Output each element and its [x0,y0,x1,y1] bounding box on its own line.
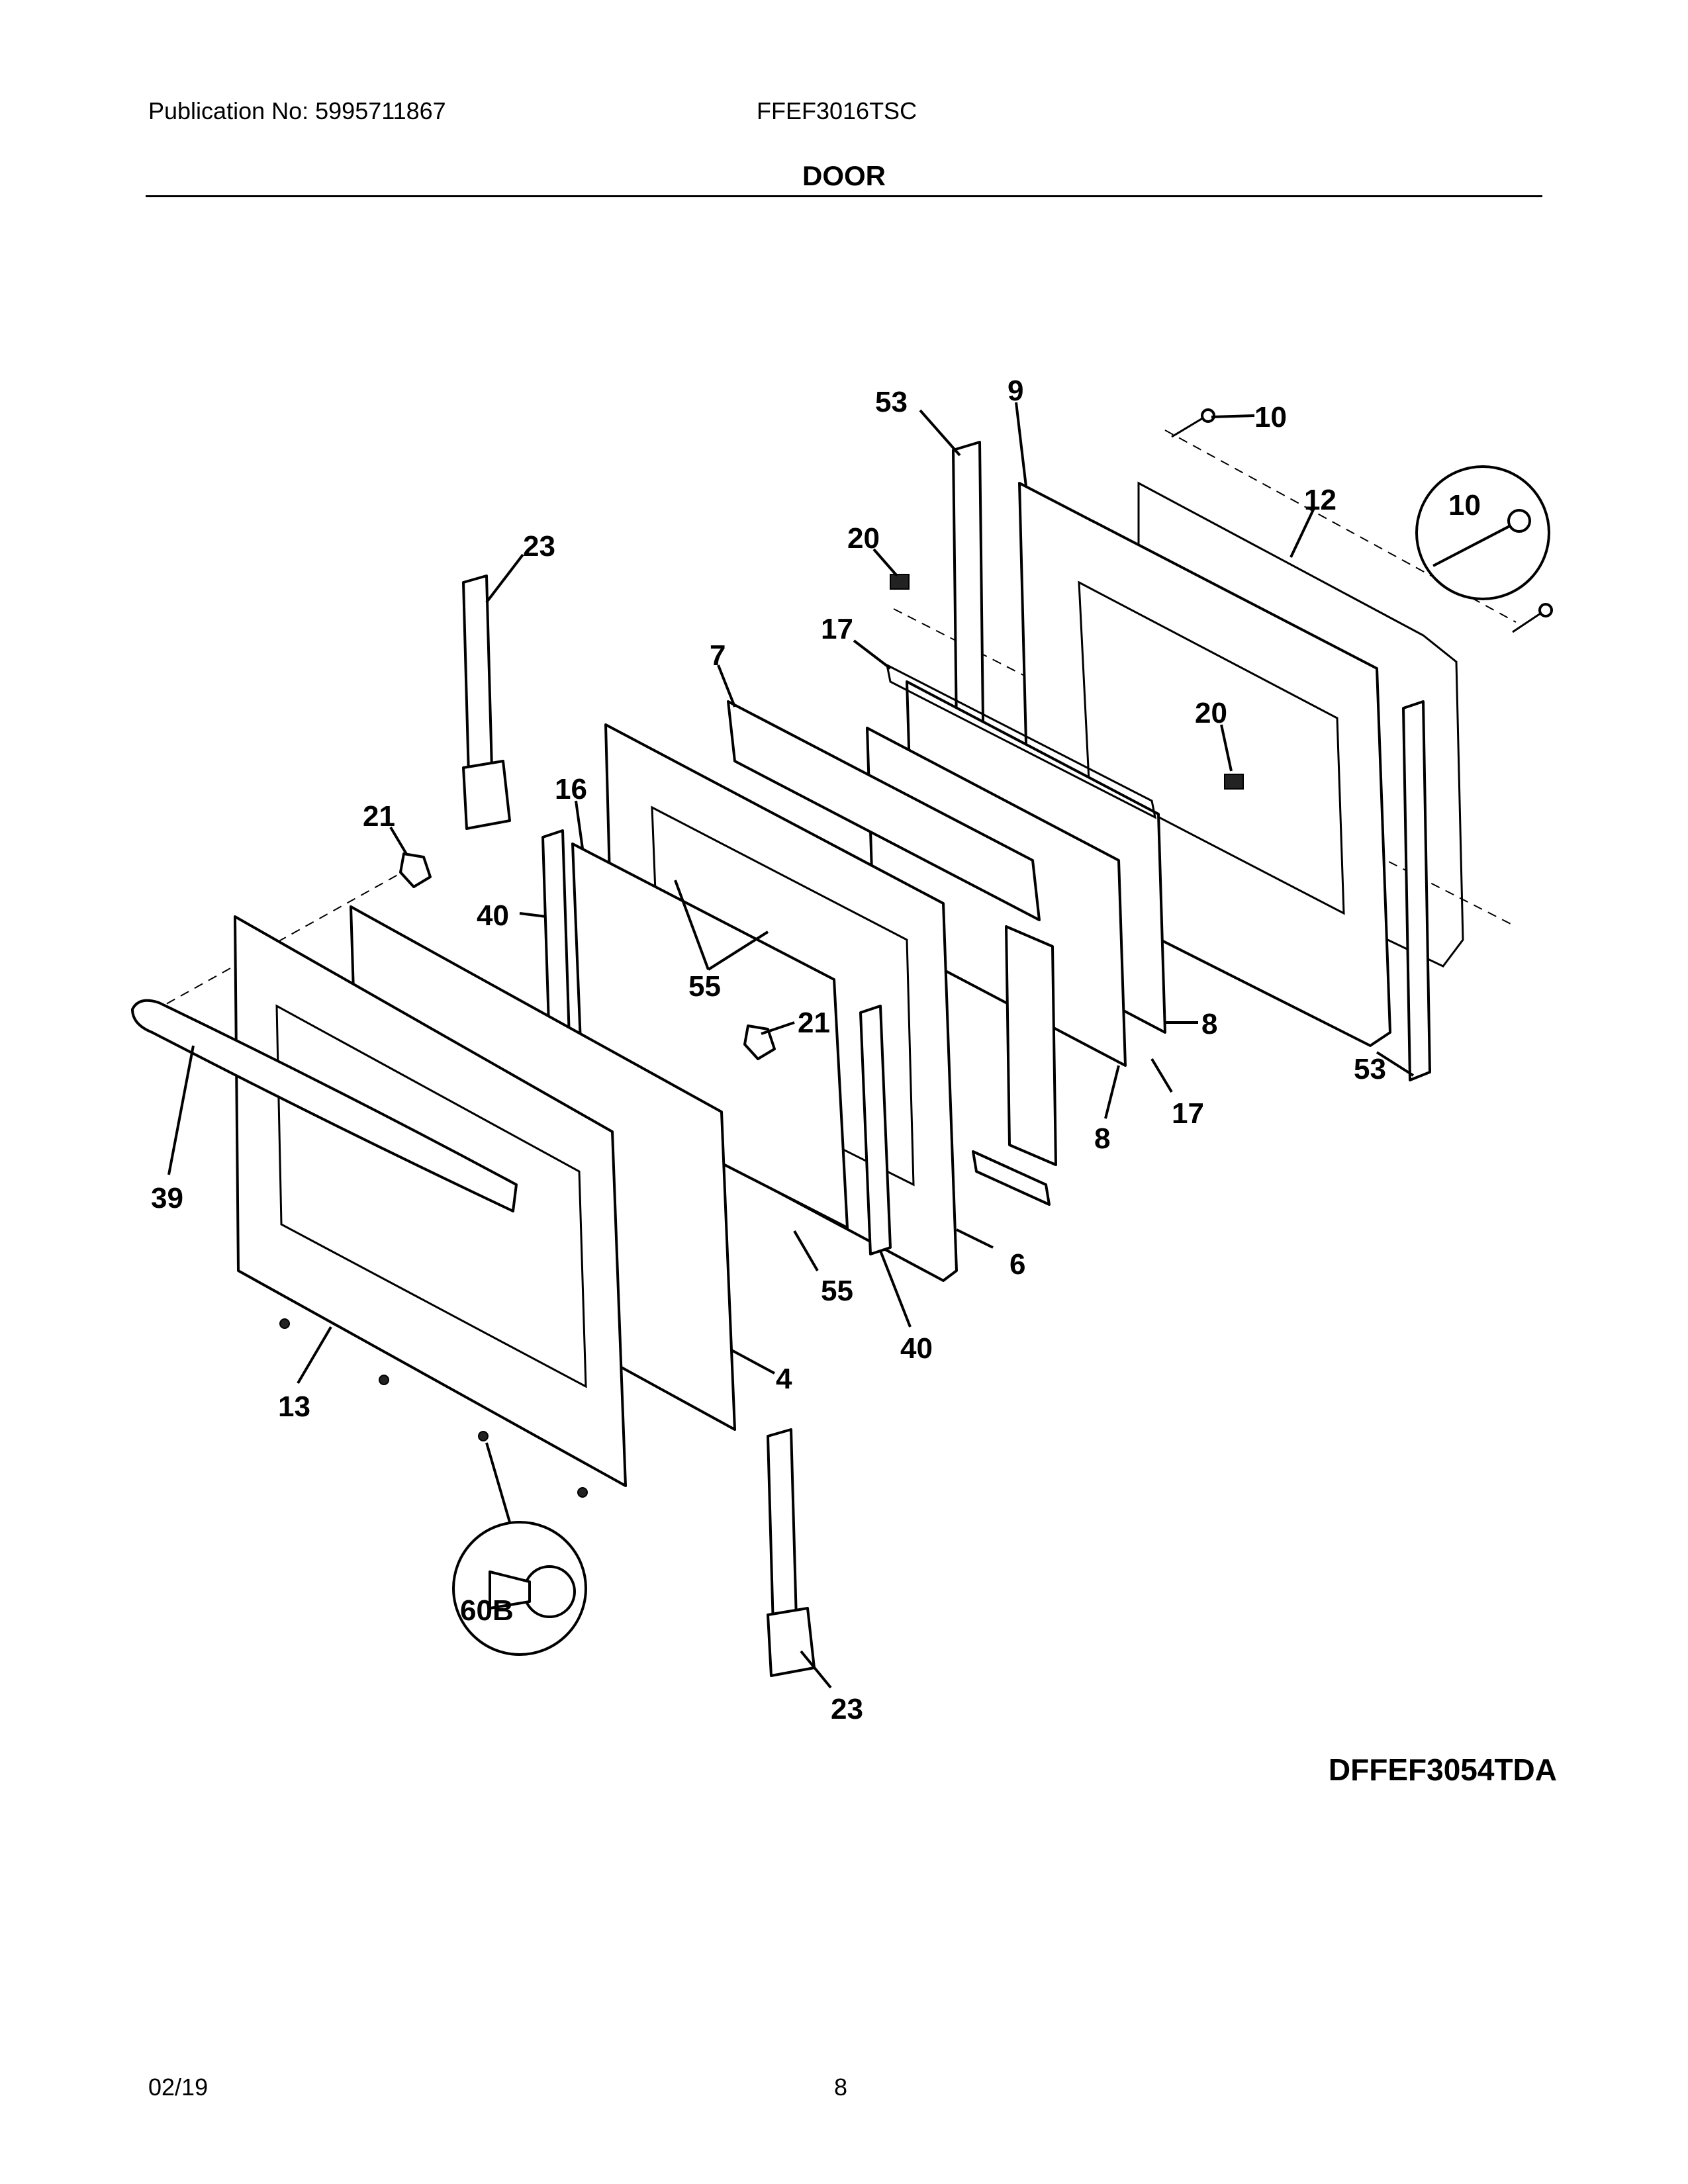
header-rule [146,195,1542,197]
leader-23-lower [800,1650,832,1689]
leader-23-top [485,553,524,604]
door-screw-right [1512,611,1543,633]
leader-20-top [872,548,898,577]
leader-10-top [1211,414,1255,418]
outer-door-window [275,1004,587,1388]
insulation-bottom [972,1150,1051,1206]
leader-21-top [389,826,408,856]
callout-55-top: 55 [688,970,721,1003]
leader-21-lower [761,1021,795,1035]
leader-16 [575,800,584,849]
leader-4 [731,1349,775,1375]
callout-39: 39 [151,1182,183,1214]
leader-53-top [919,409,961,457]
side-trim-rear [952,441,984,731]
bottom-screw-3 [478,1431,489,1441]
assembly-axis-upper [1164,430,1517,623]
door-clip-middle [1224,774,1244,790]
inner-door-window [1078,580,1345,915]
leader-6 [956,1228,994,1249]
insulation-right [1005,925,1057,1166]
callout-8-right: 8 [1201,1008,1217,1040]
callout-40-lower: 40 [900,1332,933,1365]
side-trim-front [1402,700,1431,1081]
leader-17-lower [1150,1058,1173,1093]
leader-17-top [853,639,892,670]
door-clip-top [890,574,910,590]
leader-53-lower [1376,1051,1415,1077]
screw-60b-head [523,1565,576,1618]
callout-9: 9 [1008,375,1023,407]
leader-39 [167,1045,195,1175]
bottom-screw-4 [577,1487,588,1498]
leader-55-b [707,931,769,971]
door-pad-lower [743,1024,776,1060]
callout-20-middle: 20 [1195,697,1227,729]
callout-7: 7 [710,639,726,672]
callout-12: 12 [1304,484,1336,516]
callout-23-top: 23 [523,530,555,563]
callout-21-lower: 21 [798,1007,830,1039]
glass-channel-left [541,829,571,1047]
insulation-top [727,700,1041,921]
callout-10-top: 10 [1254,401,1287,433]
callout-17-lower: 17 [1172,1097,1204,1130]
callout-55-lower: 55 [821,1275,853,1307]
leader-8-lower [1104,1065,1120,1119]
screw-detail-head [1507,509,1531,533]
callout-21-top: 21 [363,800,395,833]
leader-12 [1289,508,1315,558]
callout-8-lower: 8 [1094,1122,1110,1155]
leader-55-lower [793,1230,819,1272]
bottom-screw-1 [279,1318,290,1329]
callout-20-top: 20 [847,522,880,555]
leader-55-a [674,880,710,970]
callout-4: 4 [776,1363,792,1395]
callout-6: 6 [1009,1248,1025,1281]
callout-17-top: 17 [821,613,853,645]
leader-40-lower [879,1250,912,1328]
assembly-axis-middle [893,608,1517,927]
glass-channel-right [859,1005,892,1255]
assembly-axis-lower [138,860,424,1020]
callout-16: 16 [555,773,587,805]
callout-53-top: 53 [875,386,908,418]
glass-spacer-top [885,663,1157,819]
leader-7 [717,664,736,707]
leader-40-top [519,912,547,918]
leader-13 [297,1326,332,1385]
diagram-code: DFFEF3054TDA [1328,1752,1557,1787]
callout-13: 13 [278,1390,310,1423]
screw-detail-circle [1415,465,1550,600]
callout-23-lower: 23 [831,1693,863,1725]
door-pad-upper [399,852,432,888]
screw-60b-shank [489,1570,531,1610]
publication-number: Publication No: 5995711867 [148,97,446,124]
hinge-lower-mount [767,1607,816,1677]
callout-53-lower: 53 [1354,1053,1386,1085]
inner-glass-panel [571,842,849,1229]
outer-door-panel [234,915,627,1487]
callout-60b: 60B [460,1594,514,1627]
screw-detail-shaft [1432,522,1517,567]
section-title: DOOR [802,160,886,191]
page-number: 8 [834,2073,848,2101]
door-screw-right-head [1538,603,1553,617]
leader-9 [1015,402,1027,487]
callout-10-detail: 10 [1448,489,1481,522]
door-screw-top [1171,416,1205,438]
leader-20-middle [1220,724,1233,772]
model-number: FFEF3016TSC [757,97,917,124]
door-handle [131,999,518,1212]
callout-40-top: 40 [477,899,509,932]
hinge-upper-mount [462,760,511,830]
screw-60b-leader [485,1442,511,1523]
footer-date: 02/19 [148,2073,209,2101]
bottom-screw-2 [379,1375,389,1385]
